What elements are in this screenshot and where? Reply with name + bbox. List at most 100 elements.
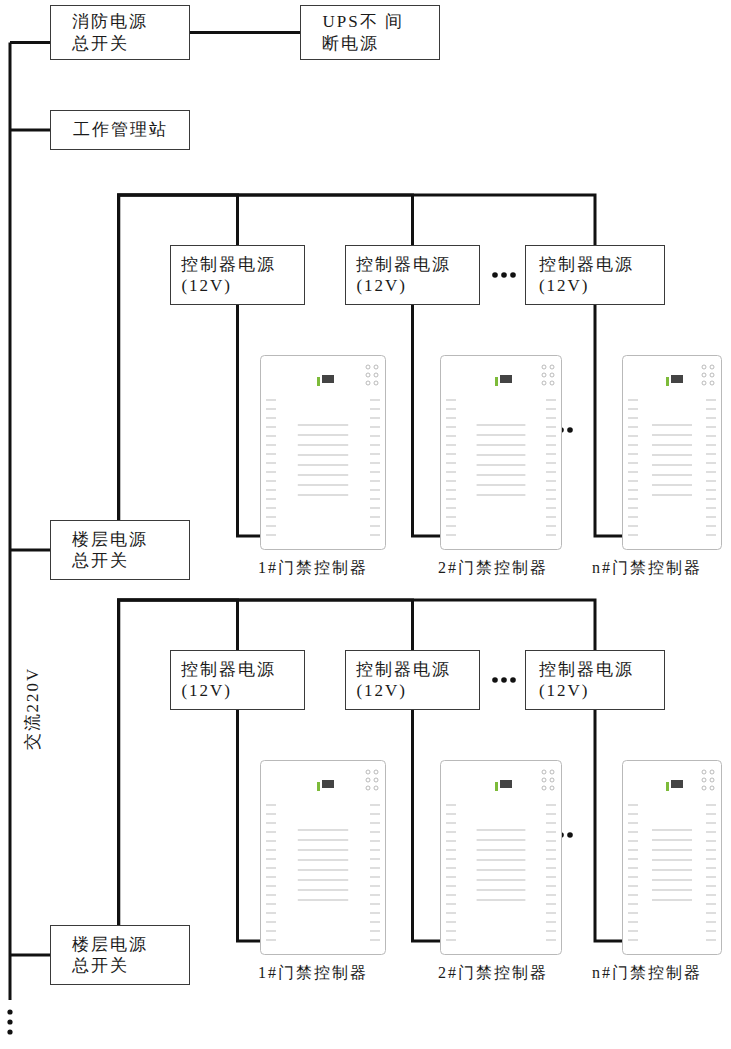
continuation-dot [492,677,498,683]
terminal-row [628,399,638,400]
terminal-row [546,939,556,940]
terminal-row [628,912,638,913]
continuation-dot [492,272,498,278]
indicator-dot [702,373,706,377]
print-row [477,869,526,871]
terminal-row [546,507,556,508]
terminal-row [446,831,456,832]
terminal-row [266,804,276,805]
terminal-row [370,453,380,454]
terminal-row [546,867,556,868]
print-row [477,859,526,861]
print-row [298,464,348,466]
terminal-row [446,444,456,445]
print-row [652,464,692,466]
terminal-row [370,507,380,508]
print-row [477,849,526,851]
indicator-dot [542,770,546,774]
indicator-dot [550,786,554,790]
print-row [298,424,348,426]
terminal-row [628,822,638,823]
terminal-row [628,858,638,859]
terminal-row [266,444,276,445]
terminal-row [446,426,456,427]
indicator-dot [702,365,706,369]
terminal-row [628,471,638,472]
terminal-row [370,534,380,535]
terminal-row [546,885,556,886]
terminal-row [446,507,456,508]
print-row [298,829,348,831]
indicator-dot [710,786,714,790]
print-row [477,879,526,881]
controller-panel [623,761,722,955]
print-row [477,839,526,841]
terminal-row [706,921,716,922]
controller-panel [261,761,386,955]
indicator-dot [550,365,554,369]
terminal-row [546,435,556,436]
terminal-row [706,525,716,526]
terminal-row [546,930,556,931]
power-wire [190,31,300,34]
terminal-row [266,903,276,904]
terminal-row [266,426,276,427]
logo-mark [322,375,334,383]
terminal-row [706,930,716,931]
print-row [477,434,526,436]
indicator-dot [710,381,714,385]
power-box: 控制器电源 (12V) [525,650,665,710]
bus-branch [10,41,50,44]
terminal-row [446,516,456,517]
terminal-row [706,813,716,814]
print-row [652,829,692,831]
indicator-dot [366,365,370,369]
terminal-row [706,939,716,940]
terminal-row [370,426,380,427]
terminal-row [446,813,456,814]
terminal-row [706,804,716,805]
terminal-row [446,840,456,841]
indicator-dot [374,373,378,377]
box-label: 控制器电源 (12V) [181,659,293,702]
controller-illustration [592,355,727,552]
terminal-row [706,435,716,436]
terminal-row [370,822,380,823]
box-label: 工作管理站 [73,119,168,140]
print-row [477,444,526,446]
print-row [652,899,692,901]
print-row [298,444,348,446]
terminal-row [446,417,456,418]
terminal-row [628,876,638,877]
print-row [477,454,526,456]
terminal-row [546,921,556,922]
power-box: 楼层电源 总开关 [50,925,190,985]
indicator-dot [702,381,706,385]
controller-panel [441,356,562,550]
terminal-row [370,489,380,490]
terminal-row [628,867,638,868]
terminal-row [628,444,638,445]
terminal-row [266,435,276,436]
terminal-row [706,489,716,490]
terminal-row [446,867,456,868]
indicator-dot [542,381,546,385]
terminal-row [370,462,380,463]
terminal-row [628,894,638,895]
box-label: 楼层电源 总开关 [72,529,167,572]
terminal-row [266,822,276,823]
terminal-row [446,822,456,823]
terminal-row [546,858,556,859]
power-wire [119,600,238,925]
terminal-row [370,867,380,868]
power-wire [119,195,238,520]
terminal-row [266,408,276,409]
print-row [477,494,526,496]
terminal-row [370,444,380,445]
terminal-row [446,939,456,940]
power-wire [413,305,441,536]
terminal-row [546,489,556,490]
indicator-dot [366,786,370,790]
terminal-row [266,498,276,499]
terminal-row [446,489,456,490]
